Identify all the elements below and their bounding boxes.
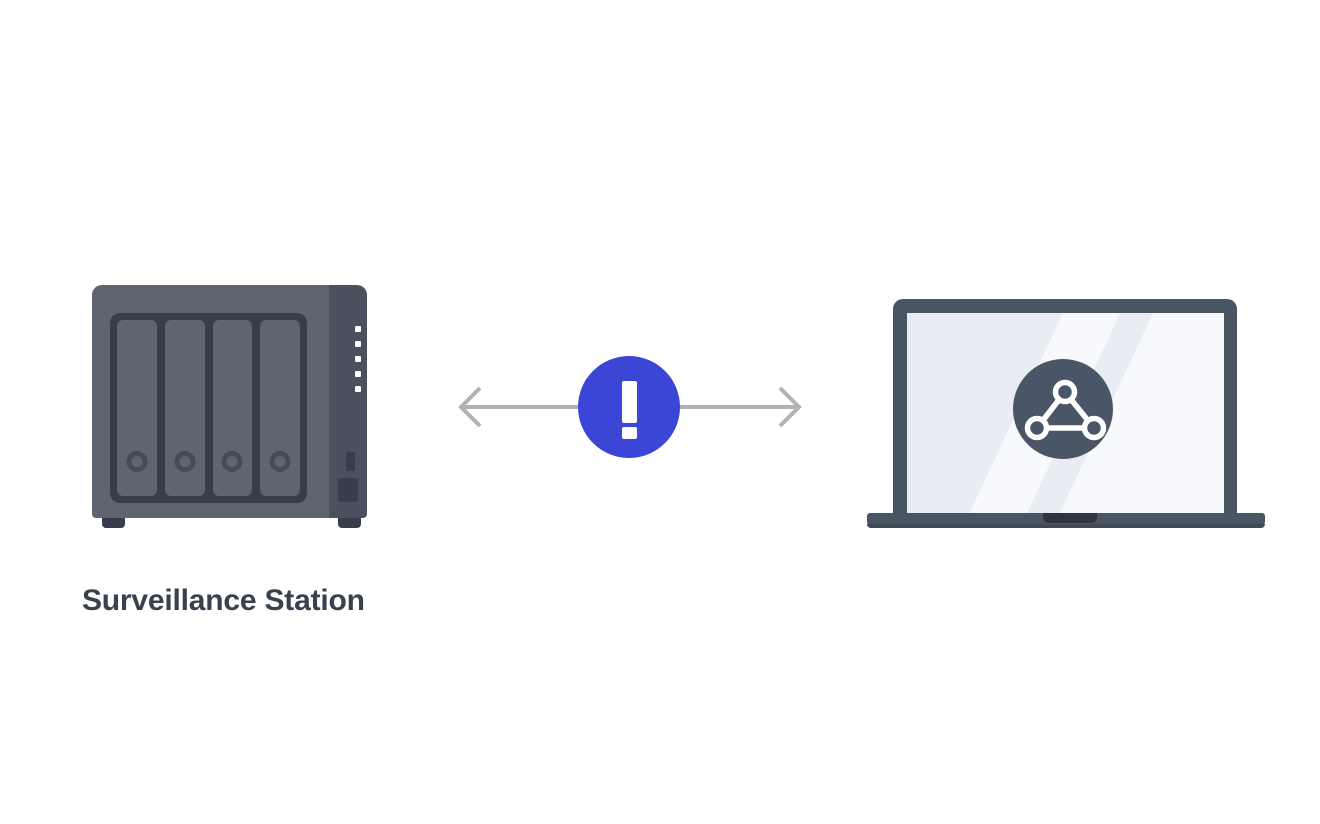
nas-foot <box>102 518 125 528</box>
network-share-icon <box>1013 359 1113 459</box>
nas-device <box>92 285 367 530</box>
exclamation-bar <box>622 381 637 423</box>
usb-port <box>346 452 355 471</box>
drive-bay <box>117 320 157 496</box>
drive-bay <box>164 320 205 496</box>
power-button <box>338 478 358 502</box>
exclamation-dot <box>622 427 637 439</box>
drive-bay-lock-circle <box>174 451 196 472</box>
drive-bay-lock-circle <box>269 451 291 472</box>
led-column <box>355 326 361 392</box>
nas-label: Surveillance Station <box>82 584 365 617</box>
status-led <box>355 326 361 332</box>
drive-bay <box>260 320 300 496</box>
drive-bay-lock-circle <box>221 451 243 472</box>
drive-bay-row <box>110 313 307 503</box>
nas-foot <box>338 518 361 528</box>
drive-bay-lock-circle <box>126 451 148 472</box>
laptop-notch <box>1043 513 1097 523</box>
status-led <box>355 371 361 377</box>
drive-bay <box>212 320 253 496</box>
status-led <box>355 341 361 347</box>
status-led <box>355 386 361 392</box>
alert-badge <box>578 356 680 458</box>
status-led <box>355 356 361 362</box>
laptop <box>867 299 1265 528</box>
